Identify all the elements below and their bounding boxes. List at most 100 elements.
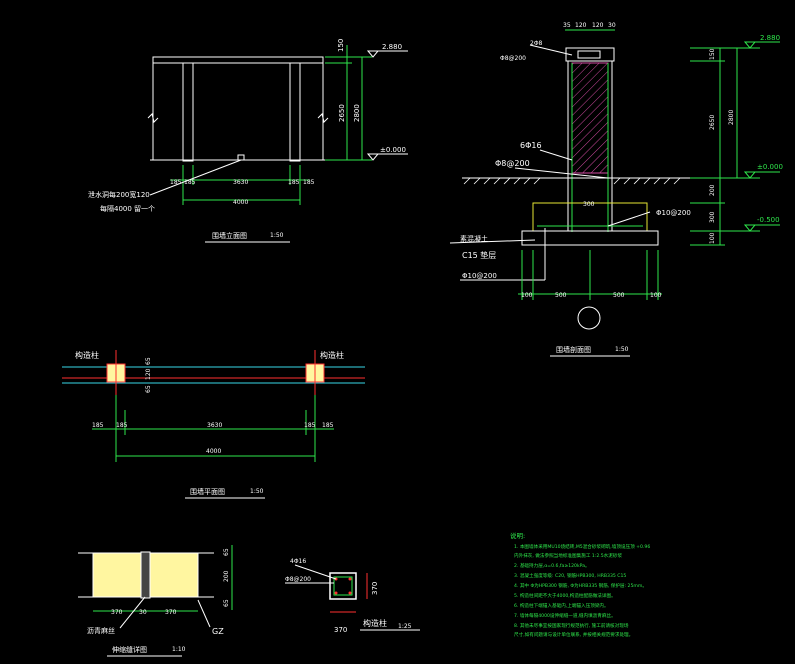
elevation-title: 围墙立面图: [212, 231, 247, 240]
dim-65: 65: [223, 548, 230, 556]
joint-title: 伸缩缝详图: [112, 645, 147, 654]
section-view: 35 120 120 30 150 2650 2800 200 300 100: [449, 22, 783, 357]
dim-65: 65: [145, 357, 152, 365]
dim-width-300: 300: [583, 201, 595, 208]
axis-bubble: [577, 306, 601, 330]
dim-65: 65: [145, 385, 152, 393]
note-line: 尺寸,如有问题请与设计单位联系, 并按相关规范要求处理。: [514, 631, 633, 638]
leader-line: [119, 596, 146, 629]
note-top2: Φ8@200: [500, 55, 526, 62]
note-line: 6. 构造柱下端锚入基础内,上端锚入压顶梁内。: [514, 602, 609, 609]
level-marker-top: [743, 41, 780, 49]
note-gz: GZ: [212, 627, 224, 636]
dim-185: 185: [322, 422, 334, 429]
column-stirrup: [333, 576, 353, 596]
wall-coping: [152, 56, 324, 64]
section-scale: 1:50: [615, 346, 629, 353]
note-weep-interval: 每隔4000 留一个: [100, 204, 155, 213]
leader-line: [294, 564, 337, 580]
note-line: 8. 其他未尽事宜按国家现行规范执行, 施工前请核对现场: [514, 622, 629, 629]
coping-bar: [577, 50, 601, 59]
column-right: [289, 62, 301, 162]
note-base-bar: Φ10@200: [656, 209, 691, 217]
dim-200: 200: [709, 184, 716, 196]
note-stirrup: Φ8@200: [495, 159, 530, 168]
dim-150: 150: [709, 48, 716, 60]
note-bars: 6Φ16: [520, 141, 542, 150]
leader-line: [197, 599, 211, 628]
note-weep-hole: 泄水洞每200宽120: [88, 190, 150, 199]
note-top: 2Φ8: [530, 40, 543, 47]
label-column-right: 构造柱: [320, 350, 344, 360]
level-marker-top: [366, 50, 408, 58]
dim-185: 185: [304, 422, 316, 429]
level-zero: ±0.000: [380, 146, 406, 154]
note-line: 内外抹灰, 做法参照当地标准图集施工 1:2.5水泥砂浆: [514, 552, 622, 559]
column-bar: [334, 591, 338, 595]
coping-cap: [565, 47, 615, 62]
note-concrete: 素混凝土: [460, 234, 488, 243]
dim-3630: 3630: [207, 422, 222, 429]
note-line: 3. 混凝土强度等级: C20, 钢筋HPB300, HRB335 C15: [514, 572, 626, 579]
dim-370: 370: [165, 609, 177, 616]
level-marker-zero: [366, 153, 408, 161]
dim-2650: 2650: [709, 115, 716, 130]
dim-2800: 2800: [353, 104, 361, 122]
top-dim: 30: [608, 22, 616, 29]
dim-4000: 4000: [233, 199, 248, 206]
level-zero: ±0.000: [757, 163, 783, 171]
level-top: 2.880: [382, 43, 402, 51]
leader-line: [607, 211, 651, 227]
dim-30: 30: [139, 609, 147, 616]
dim-185: 185: [288, 179, 300, 186]
bottom-dim: 100: [650, 292, 662, 299]
level-neg: -0.500: [757, 216, 780, 224]
dim-185: 185: [303, 179, 315, 186]
dim-370: 370: [334, 626, 347, 634]
column-section: [329, 572, 357, 600]
weep-hole: [237, 154, 245, 161]
dim-150: 150: [337, 39, 345, 52]
leader-line: [514, 167, 609, 179]
top-dim: 35: [563, 22, 571, 29]
dim-185: 185: [92, 422, 104, 429]
note-column-bars: 4Φ16: [290, 558, 306, 565]
dim-370: 370: [111, 609, 123, 616]
leader-line: [149, 159, 242, 196]
level-marker-neg: [743, 224, 780, 232]
dim-200: 200: [223, 570, 230, 582]
top-dim: 120: [592, 22, 604, 29]
note-column-stirrup: Φ8@200: [285, 576, 311, 583]
note-line: 2. 基础持力层,α=0.6,fa≥120kPa。: [514, 562, 590, 569]
column-detail: 4Φ16 Φ8@200 370 370 构造柱 1:25: [285, 558, 420, 634]
dim-185: 185: [116, 422, 128, 429]
joint-detail: 65 200 65 370 30 370 沥青麻丝 GZ 伸缩缝详图 1:10: [78, 545, 233, 657]
dim-4000: 4000: [206, 448, 221, 455]
bottom-dim: 500: [555, 292, 567, 299]
joint-scale: 1:10: [172, 646, 186, 653]
note-line: 7. 墙体每隔4000设伸缩缝一道,缝内填沥青麻丝。: [514, 612, 616, 619]
leader-line: [529, 44, 573, 56]
note-filler: 沥青麻丝: [87, 626, 115, 635]
plan-scale: 1:50: [250, 488, 264, 495]
note-cushion: C15 垫层: [462, 250, 496, 260]
earth-hatch: [463, 177, 681, 185]
footing-base: [521, 230, 659, 246]
column-scale: 1:25: [398, 623, 412, 630]
elevation-view: 150 2650 2800 2.880 ±0.000 185 185 3630 …: [88, 39, 408, 243]
note-line: 5. 构造柱间距不大于4000,构造柱配筋做法详图。: [514, 592, 616, 599]
label-column-left: 构造柱: [75, 350, 99, 360]
leader-line: [449, 239, 536, 244]
dim-65: 65: [223, 599, 230, 607]
dim-185: 185: [170, 179, 182, 186]
column-bar: [348, 577, 352, 581]
section-title: 围墙剖面图: [556, 345, 591, 354]
note-line: 4. 其中 Φ为HPB300 钢筋, Φ为HRB335 钢筋, 保护层: 25m…: [514, 582, 647, 589]
notes-heading: 说明:: [510, 531, 525, 540]
bottom-dim: 100: [521, 292, 533, 299]
leader-line: [539, 149, 573, 161]
dim-3630: 3630: [233, 179, 248, 186]
level-top: 2.880: [760, 34, 780, 42]
dim-2650: 2650: [338, 104, 346, 122]
